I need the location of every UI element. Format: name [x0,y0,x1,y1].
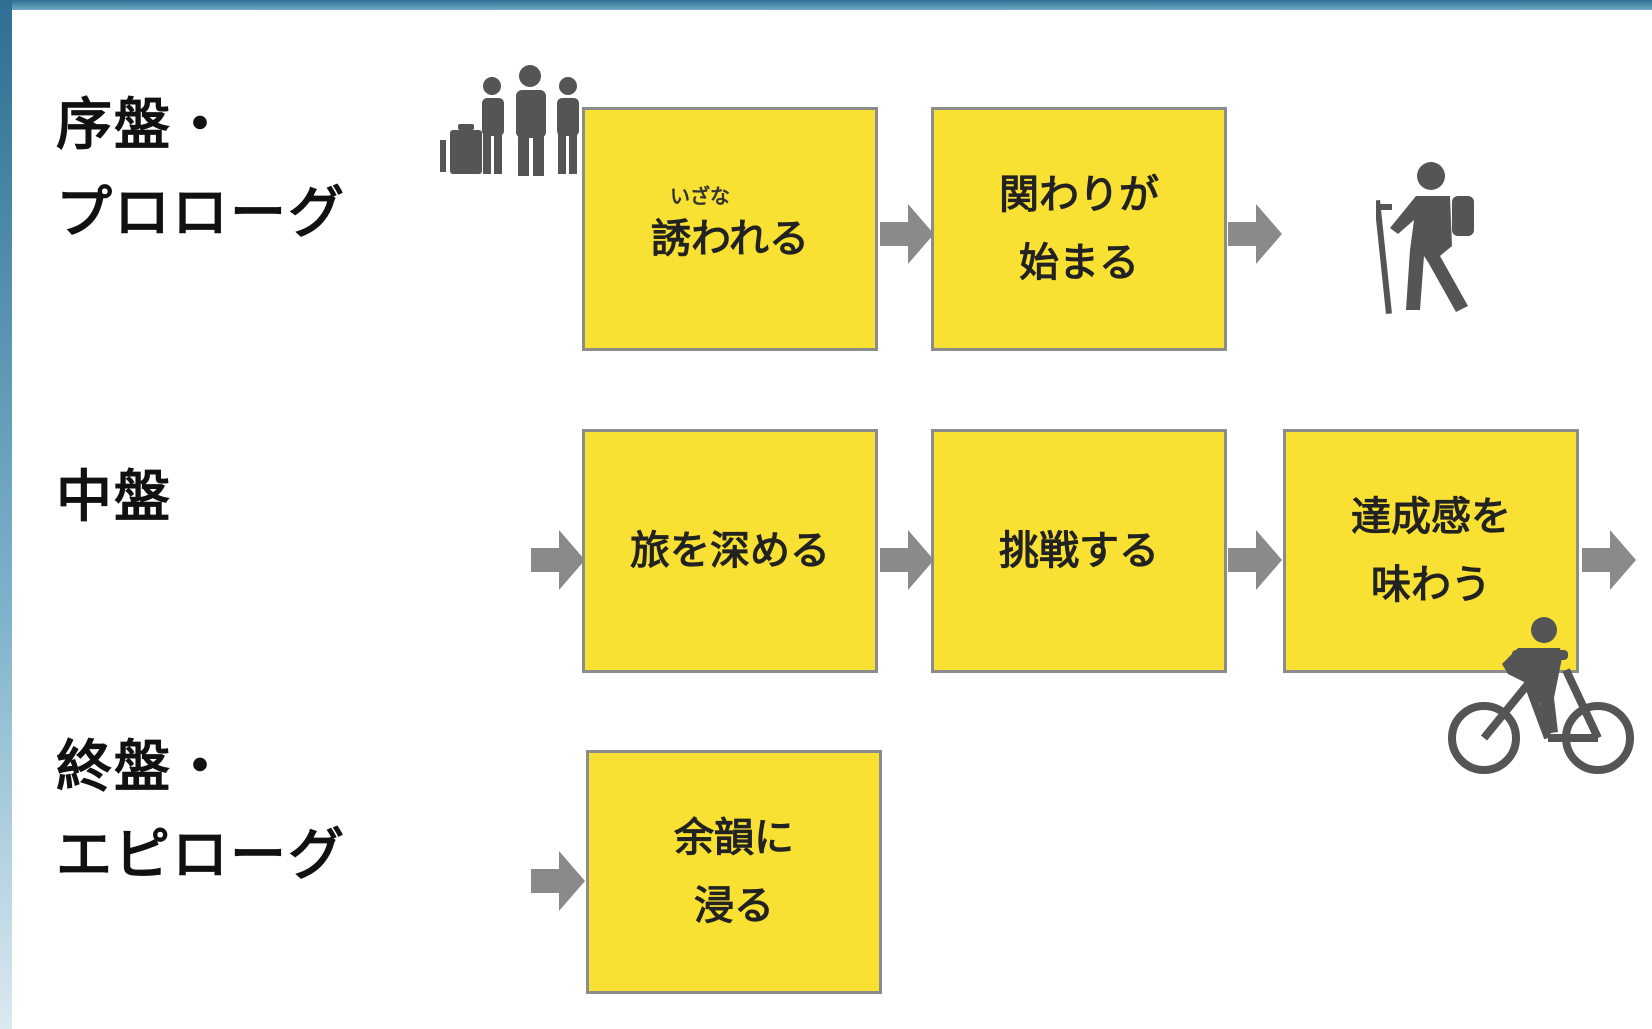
box-invited-ruby: いざな [670,184,730,208]
box-invited-text: 誘われる [651,216,809,262]
box-achievement: 達成感を 味わう [1283,429,1579,673]
phase-label-prologue-line2: プロローグ [56,181,346,246]
arrow-icon [531,530,585,590]
box-afterglow-text: 余韻に 浸る [674,815,794,929]
box-afterglow: 余韻に 浸る [586,750,882,994]
phase-label-epilogue-line2: エピローグ [56,823,346,888]
box-challenge: 挑戦する [931,429,1227,673]
phase-label-prologue: 序盤・ プロローグ [56,82,346,258]
arrow-icon [531,851,585,911]
box-invited: いざな 誘われる [582,107,878,351]
box-challenge-text: 挑戦する [999,528,1159,574]
cyclist-icon [1448,617,1634,774]
phase-label-epilogue-line1: 終盤・ [56,735,230,800]
arrow-icon [1582,530,1636,590]
arrow-icon [1228,530,1282,590]
group-travelers-icon [440,65,579,176]
box-deepen-text: 旅を深める [630,528,830,574]
box-achievement-text: 達成感を 味わう [1351,494,1511,608]
arrow-icon [1228,204,1282,264]
left-edge-band [0,0,12,1029]
arrow-icon [880,530,934,590]
phase-label-epilogue: 終盤・ エピローグ [56,724,346,900]
phase-label-middle: 中盤 [56,454,172,542]
hiker-icon [1376,162,1474,315]
arrow-icon [880,204,934,264]
box-engagement-text: 関わりが 始まる [999,172,1159,286]
phase-label-middle-line1: 中盤 [56,465,172,530]
box-engagement: 関わりが 始まる [931,107,1227,351]
box-deepen: 旅を深める [582,429,878,673]
phase-label-prologue-line1: 序盤・ [56,93,230,158]
